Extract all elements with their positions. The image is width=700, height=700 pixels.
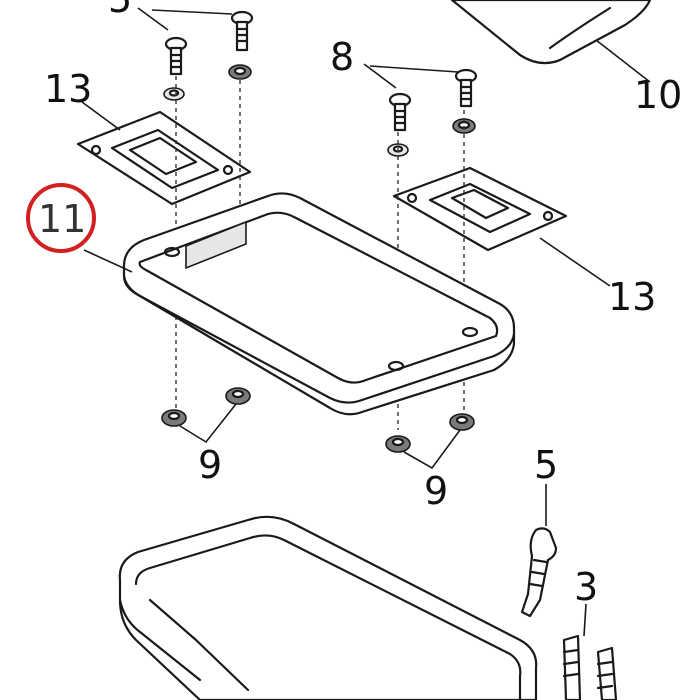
callout-13-left: 13 xyxy=(44,67,92,111)
highlighted-callout-11[interactable]: 11 xyxy=(26,183,96,253)
washer-top-left xyxy=(163,87,185,101)
callout-9-left: 9 xyxy=(198,443,222,487)
callout-5-top: 5 xyxy=(108,0,132,21)
nut-9-right-b xyxy=(449,413,475,431)
leader-9-right xyxy=(403,429,461,470)
part-10-cushion xyxy=(450,0,652,65)
nut-9-left-a xyxy=(161,409,187,427)
lower-frame xyxy=(118,515,538,700)
callout-9-right: 9 xyxy=(424,469,448,513)
callout-8: 8 xyxy=(330,35,354,79)
highlight-ring xyxy=(26,183,96,253)
screw-8-left xyxy=(388,92,412,132)
screw-right xyxy=(230,10,254,52)
leader-9-left xyxy=(179,403,237,444)
leader-13-right xyxy=(539,237,611,287)
callout-11: 11 xyxy=(38,197,86,241)
leader-8 xyxy=(363,63,459,89)
leader-5-top xyxy=(137,7,233,31)
part-13-bracket-right xyxy=(392,166,568,252)
part-11-frame xyxy=(122,192,516,416)
leader-3 xyxy=(583,603,587,637)
nut-9-left-b xyxy=(225,387,251,405)
washer-top-right xyxy=(228,64,252,80)
leader-13-left xyxy=(81,101,121,131)
screw-left xyxy=(164,36,188,76)
callout-3: 3 xyxy=(574,565,598,609)
callout-13-right: 13 xyxy=(608,275,656,319)
part-5-bolt xyxy=(520,527,558,618)
leader-10 xyxy=(595,39,651,83)
callout-10: 10 xyxy=(634,73,682,117)
screw-8-right xyxy=(454,68,478,108)
callout-5-bottom: 5 xyxy=(534,443,558,487)
leader-11 xyxy=(83,249,133,273)
nut-9-right-a xyxy=(385,435,411,453)
alignment-lines xyxy=(175,76,465,430)
part-13-bracket-left xyxy=(76,110,252,206)
part-3-pin xyxy=(562,634,618,700)
